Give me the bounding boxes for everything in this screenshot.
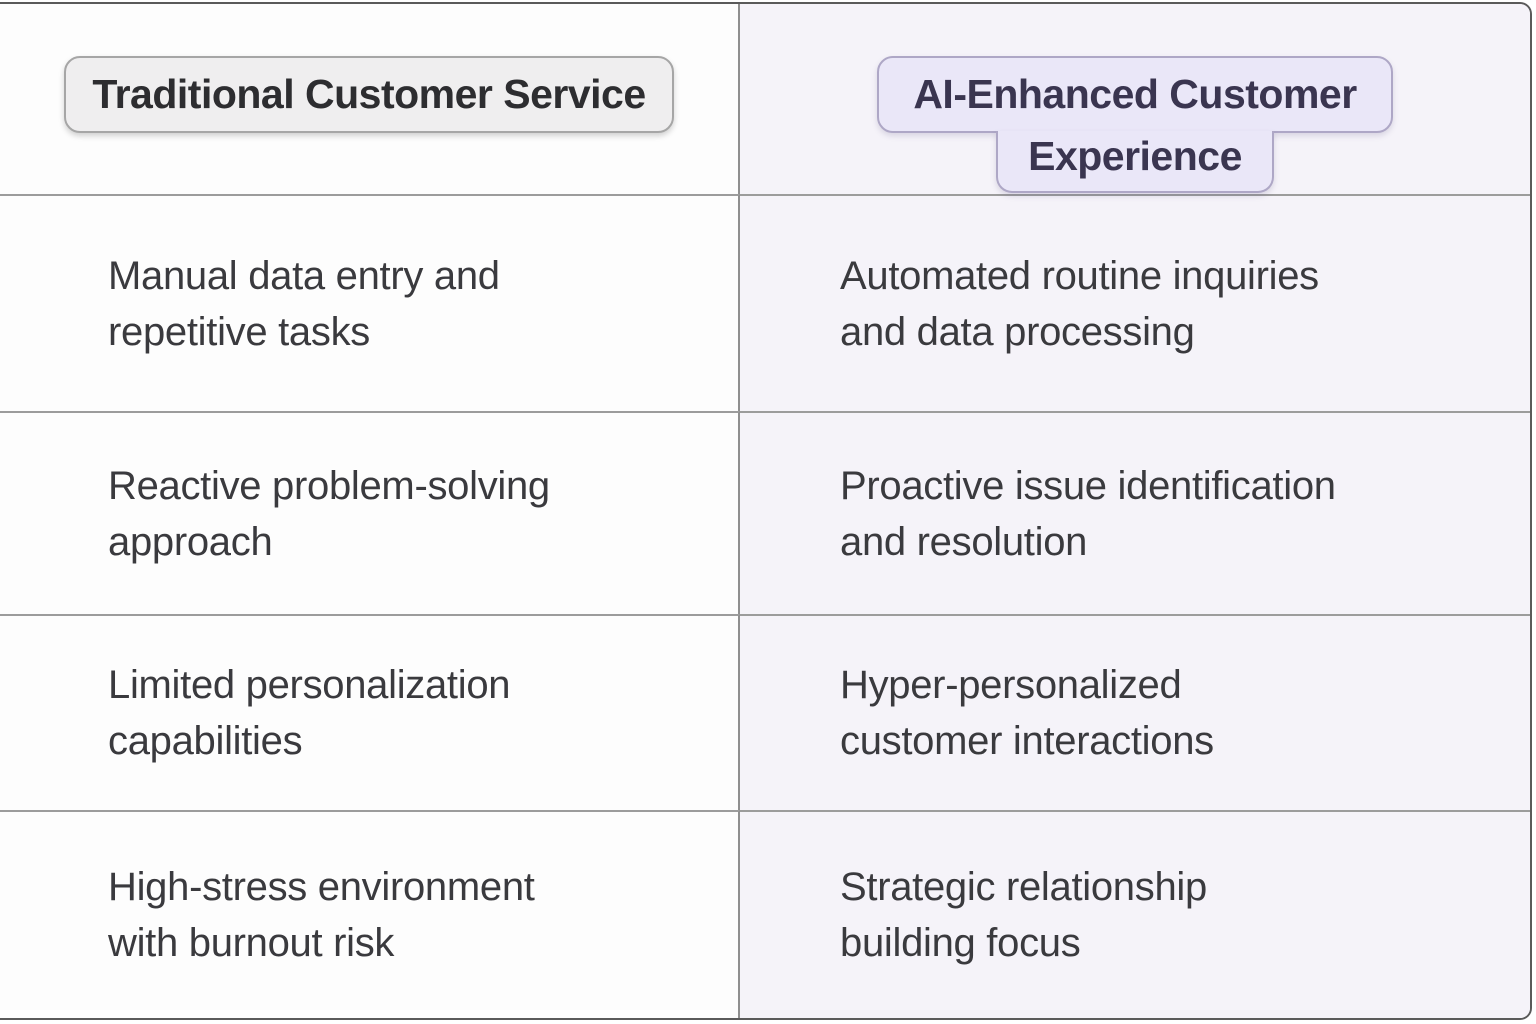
traditional-header-pill: Traditional Customer Service xyxy=(64,56,674,133)
cell-text: Reactive problem-solving approach xyxy=(108,463,550,564)
cell-traditional-row3: Limited personalization capabilities xyxy=(0,614,740,810)
cell-text: Manual data entry and repetitive tasks xyxy=(108,253,500,354)
cell-traditional-row1: Manual data entry and repetitive tasks xyxy=(0,194,740,411)
cell-text: Limited personalization capabilities xyxy=(108,663,511,763)
cell-ai-row3: Hyper-personalized customer interactions xyxy=(740,614,1530,810)
header-cell-ai: AI-Enhanced Customer Experience xyxy=(740,4,1530,194)
cell-text: High-stress environment with burnout ris… xyxy=(108,865,535,965)
cell-text: Strategic relationship building focus xyxy=(840,865,1207,965)
header-cell-traditional: Traditional Customer Service xyxy=(0,4,740,194)
cell-traditional-row4: High-stress environment with burnout ris… xyxy=(0,810,740,1018)
cell-ai-row4: Strategic relationship building focus xyxy=(740,810,1530,1018)
cell-ai-row2: Proactive issue identification and resol… xyxy=(740,411,1530,614)
cell-ai-row1: Automated routine inquiries and data pro… xyxy=(740,194,1530,411)
cell-text: Hyper-personalized customer interactions xyxy=(840,663,1214,763)
cell-text: Automated routine inquiries and data pro… xyxy=(840,253,1319,354)
traditional-header-label: Traditional Customer Service xyxy=(92,71,646,117)
ai-header-label-line2: Experience xyxy=(996,131,1274,193)
ai-header-pill: AI-Enhanced Customer Experience xyxy=(877,56,1393,193)
cell-traditional-row2: Reactive problem-solving approach xyxy=(0,411,740,614)
ai-header-label-line1: AI-Enhanced Customer xyxy=(877,56,1393,133)
cell-text: Proactive issue identification and resol… xyxy=(840,463,1336,564)
